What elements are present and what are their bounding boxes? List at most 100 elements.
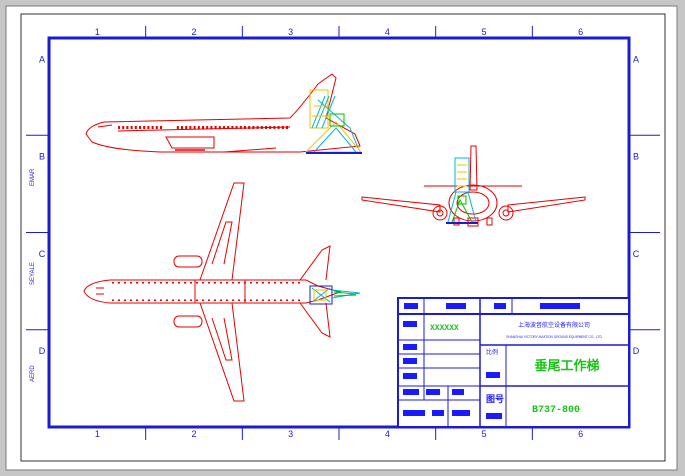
- top-window: [202, 282, 204, 284]
- side-window: [223, 126, 225, 129]
- front-view-aircraft: [361, 145, 586, 227]
- top-view-aircraft: [83, 182, 342, 402]
- top-window: [136, 299, 138, 301]
- side-window: [147, 126, 150, 129]
- top-window: [262, 282, 264, 284]
- top-window: [214, 282, 216, 284]
- grid-row-label-right: C: [633, 249, 640, 259]
- side-window: [139, 126, 141, 129]
- top-window: [208, 282, 210, 284]
- left-side-labels: EMAR SEYALE AERD: [30, 168, 36, 382]
- side-window: [231, 126, 234, 129]
- top-window: [226, 299, 228, 301]
- top-window: [250, 299, 252, 301]
- grid-col-label-bottom: 5: [481, 429, 486, 439]
- side-window: [181, 126, 183, 129]
- side-window: [118, 126, 120, 129]
- top-window: [130, 282, 132, 284]
- side-window: [281, 126, 284, 129]
- top-window: [256, 299, 258, 301]
- grid-col-label-bottom: 3: [288, 429, 293, 439]
- top-window: [232, 299, 234, 301]
- side-window: [260, 126, 263, 129]
- grid-row-label-left: A: [39, 54, 45, 64]
- top-window: [130, 299, 132, 301]
- grid-col-label-top: 1: [95, 27, 100, 37]
- side-window: [239, 126, 242, 129]
- top-window: [274, 299, 276, 301]
- top-window: [178, 282, 180, 284]
- top-window: [112, 299, 114, 301]
- side-window: [197, 126, 200, 129]
- top-window: [226, 282, 228, 284]
- side-window: [269, 126, 272, 129]
- side-window: [143, 126, 146, 129]
- top-window: [154, 282, 156, 284]
- title-block: XXXXXX 上海波音航空设备有限公司 SHANGHAI VICTORY AVI…: [397, 297, 630, 428]
- top-window: [220, 282, 222, 284]
- side-window: [214, 126, 217, 129]
- top-window: [124, 282, 126, 284]
- side-window: [202, 126, 204, 129]
- top-window: [280, 299, 282, 301]
- side-window: [155, 126, 158, 129]
- top-window: [142, 299, 144, 301]
- title-block-frame: [397, 297, 630, 428]
- top-window: [196, 282, 198, 284]
- top-window: [220, 299, 222, 301]
- top-window: [292, 299, 294, 301]
- top-window: [256, 282, 258, 284]
- side-window: [134, 126, 137, 129]
- side-window: [273, 126, 276, 129]
- top-window: [184, 282, 186, 284]
- side-window: [151, 126, 154, 129]
- grid-row-label-right: A: [633, 54, 639, 64]
- front-view-stair: [446, 157, 478, 224]
- top-window: [274, 282, 276, 284]
- side-view-stair: [304, 89, 363, 154]
- top-window: [160, 282, 162, 284]
- inner-thin-frame: [20, 13, 666, 462]
- top-window: [286, 282, 288, 284]
- top-window: [238, 299, 240, 301]
- top-window: [262, 299, 264, 301]
- side-window: [126, 126, 129, 129]
- top-window: [208, 299, 210, 301]
- grid-col-label-top: 4: [385, 27, 390, 37]
- side-window: [189, 126, 192, 129]
- grid-row-label-right: B: [633, 152, 639, 162]
- grid-row-label-left: B: [39, 152, 45, 162]
- top-window: [118, 282, 120, 284]
- grid-col-label-top: 2: [191, 27, 196, 37]
- top-window: [298, 282, 300, 284]
- top-window: [148, 282, 150, 284]
- side-window: [176, 126, 179, 129]
- top-window: [268, 282, 270, 284]
- top-window: [250, 282, 252, 284]
- grid-row-label-left: C: [39, 249, 46, 259]
- top-window: [112, 282, 114, 284]
- side-window: [235, 126, 238, 129]
- grid-col-label-bottom: 2: [191, 429, 196, 439]
- side-window: [244, 126, 246, 129]
- top-window: [172, 299, 174, 301]
- top-window: [166, 282, 168, 284]
- top-window: [172, 282, 174, 284]
- side-window: [252, 126, 255, 129]
- grid-col-label-top: 3: [288, 27, 293, 37]
- top-window: [196, 299, 198, 301]
- side-window: [227, 126, 230, 129]
- side-window: [218, 126, 221, 129]
- side-window: [265, 126, 267, 129]
- top-window: [292, 282, 294, 284]
- side-window: [160, 126, 162, 129]
- grid-row-label-right: D: [633, 346, 640, 356]
- top-window: [136, 282, 138, 284]
- top-window: [160, 299, 162, 301]
- side-view-windows: [118, 126, 288, 129]
- top-window: [202, 299, 204, 301]
- top-view-windows: [112, 282, 300, 301]
- drawing-number-label: 图号: [486, 394, 504, 404]
